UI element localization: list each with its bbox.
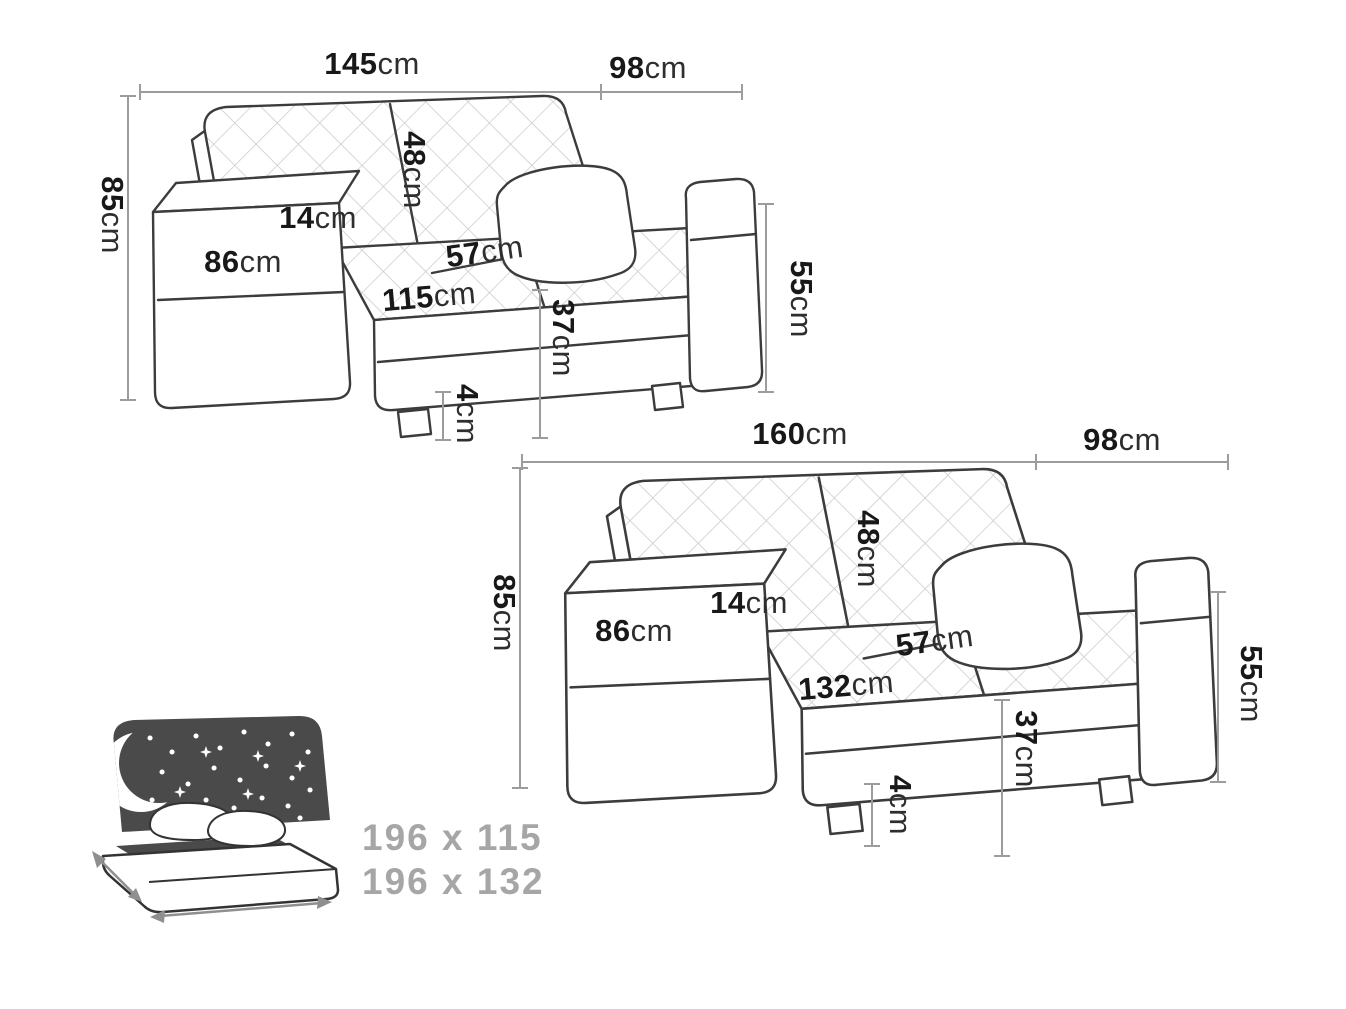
dim-label-leg-height: 4cm <box>883 775 918 835</box>
dim-unit: cm <box>784 296 819 338</box>
dim-label-arm-height: 55cm <box>784 260 819 338</box>
dim-line-seat-height <box>994 699 1010 857</box>
dim-unit: cm <box>631 613 673 648</box>
sofa-small-dimension-lines <box>120 84 774 441</box>
dim-value: 85 <box>95 176 130 211</box>
dim-value: 145 <box>324 46 377 81</box>
dim-label-depth: 98cm <box>1083 422 1161 457</box>
dim-unit: cm <box>315 200 357 235</box>
dim-line-depth <box>601 84 743 100</box>
dim-unit: cm <box>805 416 847 451</box>
dim-value: 57 <box>444 235 484 275</box>
sofa-small-figure: 145cm 98cm 85cm 48cm 14cm 86cm 57cm 115c… <box>95 46 819 444</box>
dim-label-backrest-height: 48cm <box>851 510 886 588</box>
dim-label-seat-width: 132cm <box>797 664 895 707</box>
dim-label-armrest-length: 86cm <box>595 613 673 648</box>
dim-label-seat-height: 37cm <box>1009 710 1044 788</box>
dim-value: 55 <box>784 260 819 295</box>
dim-unit: cm <box>397 167 432 209</box>
dim-value: 85 <box>487 574 522 609</box>
dim-value: 14 <box>279 200 315 235</box>
dim-value: 57 <box>894 624 934 664</box>
dim-label-seat-depth: 57cm <box>444 229 526 274</box>
dim-value: 4 <box>450 384 485 402</box>
bed-base-edge <box>148 868 337 883</box>
dim-unit: cm <box>645 50 687 85</box>
dim-label-seat-depth: 57cm <box>894 618 976 663</box>
dim-label-width: 145cm <box>324 46 420 81</box>
dim-value: 48 <box>397 131 432 166</box>
dim-value: 86 <box>595 613 630 648</box>
dim-label-seat-height: 37cm <box>546 299 581 377</box>
dim-unit: cm <box>487 610 522 652</box>
dim-unit: cm <box>240 244 282 279</box>
sleeping-size-labels: 196 x 115 196 x 132 <box>362 817 545 902</box>
dim-unit: cm <box>546 335 581 377</box>
bed-pillow-right <box>207 809 286 847</box>
dim-value: 37 <box>1009 710 1044 745</box>
dim-line-arm-height <box>758 203 774 393</box>
dim-unit: cm <box>1009 746 1044 788</box>
dim-line-width <box>521 454 1037 470</box>
dim-value: 98 <box>1083 422 1118 457</box>
dim-value: 98 <box>609 50 644 85</box>
sleeping-size-large: 196 x 132 <box>362 861 545 902</box>
dim-label-depth: 98cm <box>609 50 687 85</box>
sofa-large-figure: 160cm 98cm 85cm 48cm 14cm 86cm 57cm 132c… <box>487 416 1269 857</box>
dim-value: 14 <box>710 585 746 620</box>
dim-label-armrest-width: 14cm <box>710 585 788 620</box>
dim-label-seat-width: 115cm <box>381 275 478 318</box>
sleeping-area-icon <box>92 715 340 923</box>
dim-value: 48 <box>851 510 886 545</box>
dim-unit: cm <box>851 546 886 588</box>
dim-value: 160 <box>752 416 805 451</box>
bed-base <box>101 842 340 914</box>
sleeping-size-small: 196 x 115 <box>362 817 543 858</box>
dim-label-height: 85cm <box>95 176 130 254</box>
dim-label-armrest-width: 14cm <box>279 200 357 235</box>
dim-line-height <box>120 95 136 401</box>
dim-value: 37 <box>546 299 581 334</box>
sofa-large-dimension-labels: 160cm 98cm 85cm 48cm 14cm 86cm 57cm 132c… <box>487 416 1269 835</box>
dim-unit: cm <box>432 275 477 314</box>
dim-label-backrest-height: 48cm <box>397 131 432 209</box>
dim-label-armrest-length: 86cm <box>204 244 282 279</box>
moon-icon <box>113 723 199 812</box>
dim-line-arm-height <box>1210 591 1226 783</box>
dim-label-arm-height: 55cm <box>1234 645 1269 723</box>
sofa-small-dimension-labels: 145cm 98cm 85cm 48cm 14cm 86cm 57cm 115c… <box>95 46 819 444</box>
dim-label-width: 160cm <box>752 416 848 451</box>
dim-unit: cm <box>377 46 419 81</box>
sofa-large-dimension-lines <box>512 454 1229 857</box>
dim-line-leg-height <box>864 783 880 847</box>
dim-line-leg-height <box>435 391 451 441</box>
dim-unit: cm <box>1119 422 1161 457</box>
dim-label-leg-height: 4cm <box>450 384 485 444</box>
dim-unit: cm <box>883 793 918 835</box>
dim-unit: cm <box>479 229 526 270</box>
dim-unit: cm <box>95 212 130 254</box>
dim-line-depth <box>1036 454 1229 470</box>
dim-unit: cm <box>850 664 895 703</box>
dim-line-seat-height <box>532 289 548 439</box>
dim-value: 115 <box>381 279 435 318</box>
dim-line-height <box>512 467 528 789</box>
dim-value: 86 <box>204 244 239 279</box>
dim-value: 4 <box>883 775 918 793</box>
dim-unit: cm <box>746 585 788 620</box>
dim-value: 55 <box>1234 645 1269 680</box>
dim-value: 132 <box>797 668 853 708</box>
dim-unit: cm <box>1234 681 1269 723</box>
dim-label-height: 85cm <box>487 574 522 652</box>
bed-dimension-arrows <box>92 851 332 923</box>
dim-unit: cm <box>929 618 976 659</box>
dim-unit: cm <box>450 402 485 444</box>
